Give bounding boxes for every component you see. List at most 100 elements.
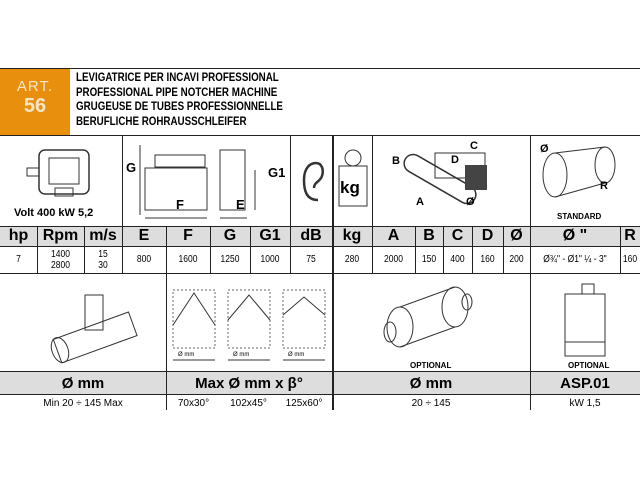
- divider: [290, 135, 291, 273]
- aspirator-label: ASP.01: [560, 374, 610, 392]
- notch-angles-drawing: [172, 289, 326, 361]
- divider: [530, 135, 531, 410]
- optional-label-aspirator: OPTIONAL: [568, 361, 610, 370]
- notch-mm-2: Ø mm: [233, 352, 250, 358]
- drawing-part: [594, 146, 616, 184]
- drawing-part: [154, 154, 206, 168]
- divider: [0, 68, 640, 69]
- drawing-part: [227, 289, 271, 349]
- divider: [372, 135, 373, 273]
- header-r: R: [624, 227, 636, 244]
- value-g: 1250: [220, 254, 240, 265]
- value-rpm: 1400 2800: [51, 248, 70, 271]
- drawing-part: [441, 286, 469, 328]
- divider: [472, 226, 473, 273]
- ear-icon: [302, 161, 324, 202]
- drawing-part: [399, 326, 456, 348]
- belt-drawing: [403, 152, 487, 205]
- drawing-part: [403, 153, 477, 205]
- drawing-part: [172, 292, 216, 326]
- drawing-part: [54, 187, 74, 197]
- drawing-part: [542, 152, 568, 198]
- value-r: 160: [622, 254, 638, 265]
- header-e: E: [138, 227, 150, 244]
- value-b: 150: [421, 254, 437, 265]
- standard-label: STANDARD: [557, 212, 602, 221]
- title-en: PROFESSIONAL PIPE NOTCHER MACHINE: [76, 86, 278, 99]
- value-c: 400: [450, 254, 465, 265]
- header-c: C: [451, 227, 464, 244]
- dim-c-label: C: [470, 140, 478, 152]
- header-dia-inch: Ø ": [562, 227, 588, 244]
- header-g: G: [223, 227, 237, 244]
- drawing-part: [383, 321, 397, 343]
- dim-f-label: F: [176, 197, 184, 212]
- roller-drawing: [542, 146, 616, 198]
- header-d: D: [481, 227, 494, 244]
- drawing-part: [302, 161, 324, 202]
- optional-label-roller: OPTIONAL: [410, 361, 452, 370]
- aspirator-drawing: [564, 283, 606, 357]
- roller-diameter-label: Ø mm: [409, 374, 453, 392]
- machine-dimensions-drawing: [139, 145, 256, 219]
- header-a: A: [387, 227, 400, 244]
- title-it: LEVIGATRICE PER INCAVI PROFESSIONAL: [76, 72, 279, 84]
- divider: [415, 226, 416, 273]
- drawing-part: [26, 167, 40, 177]
- drawing-part: [554, 146, 606, 154]
- notch-mm-3: Ø mm: [288, 352, 305, 358]
- divider: [210, 226, 211, 273]
- drawing-part: [227, 294, 271, 321]
- drawing-part: [386, 306, 414, 348]
- roller-dia-label: Ø: [540, 143, 549, 155]
- roller-range-value: 20 ÷ 145: [411, 397, 451, 409]
- divider: [620, 226, 621, 273]
- divider: [0, 226, 640, 227]
- header-db: dB: [300, 227, 322, 244]
- drawing-part: [338, 165, 368, 207]
- drawing-part: [84, 294, 104, 331]
- dim-dia-label: Ø: [466, 196, 475, 208]
- divider: [503, 226, 504, 273]
- pipe-range-value: Min 20 ÷ 145 Max: [43, 397, 123, 409]
- divider: [0, 135, 640, 136]
- divider: [122, 135, 123, 273]
- drawing-part: [172, 289, 216, 349]
- divider: [0, 246, 640, 247]
- header-b: B: [423, 227, 435, 244]
- angle-value-1: 70x30°: [177, 397, 210, 409]
- header-kg: kg: [342, 227, 362, 244]
- value-dia-inch: Ø¾" - Ø1" ¼ - 3": [543, 254, 607, 265]
- drawing-part: [554, 182, 606, 198]
- drawing-part: [52, 311, 138, 364]
- notch-angle-label: Max Ø mm x β°: [195, 374, 303, 392]
- header-hp: hp: [8, 227, 29, 244]
- drawing-part: [282, 296, 326, 316]
- weight-icon: [338, 149, 368, 207]
- pipe-tee-drawing: [50, 294, 138, 364]
- aspirator-power-value: kW 1,5: [569, 397, 601, 409]
- drawing-part: [399, 286, 456, 308]
- value-g1: 1000: [260, 254, 280, 265]
- divider: [166, 273, 167, 410]
- motor-icon: [26, 149, 90, 197]
- value-db: 75: [306, 254, 316, 265]
- divider: [0, 371, 640, 372]
- value-a: 2000: [384, 254, 403, 265]
- dim-b-label: B: [392, 155, 400, 167]
- value-dia: 200: [509, 254, 524, 265]
- drawing-part: [38, 149, 90, 195]
- drawing-part: [282, 289, 326, 349]
- drawing-part: [465, 165, 487, 190]
- header-g1: G1: [259, 227, 281, 244]
- divider: [250, 226, 251, 273]
- value-f: 1600: [178, 254, 198, 265]
- kg-label: kg: [340, 178, 360, 197]
- divider: [0, 273, 640, 274]
- title-de: BERUFLICHE ROHRAUSSCHLEIFER: [76, 115, 247, 128]
- motor-spec: Volt 400 kW 5,2: [14, 207, 94, 219]
- divider: [443, 226, 444, 273]
- angle-value-2: 102x45°: [230, 397, 267, 409]
- notch-mm-1: Ø mm: [178, 352, 195, 358]
